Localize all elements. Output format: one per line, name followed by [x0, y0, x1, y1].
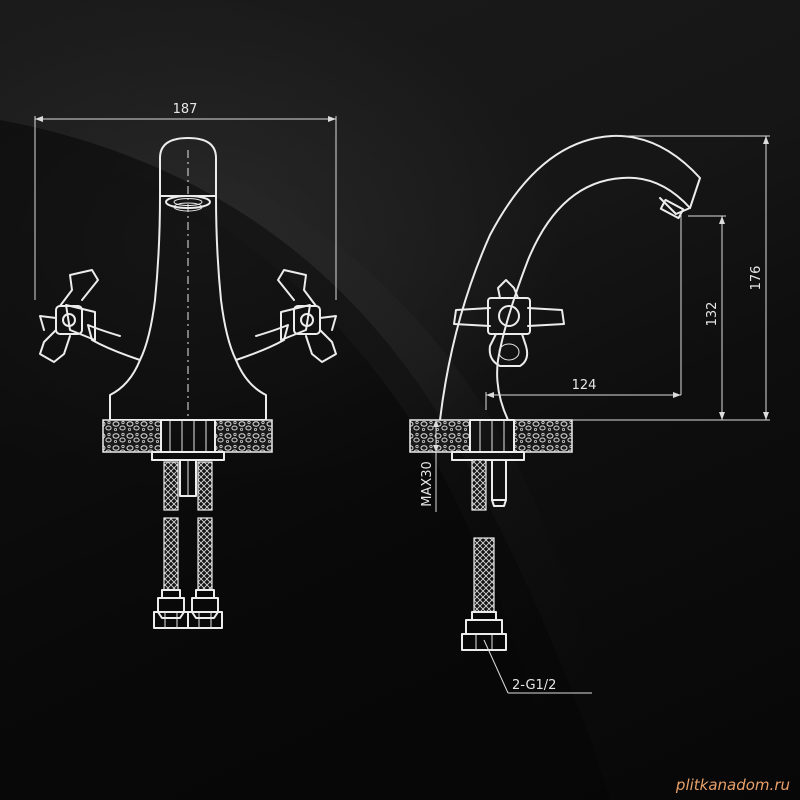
front-right-handle: [235, 269, 337, 363]
outlet-height-dimension: 132: [680, 214, 726, 420]
side-countertop: [409, 419, 573, 511]
max-thickness-dimension: MAX30: [420, 420, 439, 512]
connection-label: 2-G1/2: [512, 678, 556, 693]
max-thickness-label: MAX30: [420, 461, 435, 507]
connection-leader: 2-G1/2: [483, 639, 592, 694]
outlet-height-label: 132: [705, 302, 720, 327]
reach-dimension: 124: [485, 378, 681, 410]
front-hoses: [153, 459, 223, 629]
front-left-handle: [39, 269, 141, 363]
watermark: plitkanadom.ru: [675, 776, 790, 794]
front-view: 187: [34, 102, 337, 629]
side-view: MAX30 2-G1/2: [409, 134, 770, 694]
side-lower-hose: [461, 537, 507, 651]
total-height-label: 176: [749, 266, 764, 291]
reach-label: 124: [572, 378, 597, 393]
front-width-label: 187: [173, 102, 198, 117]
total-height-dimension: 176: [572, 135, 770, 421]
side-handle: [453, 279, 565, 367]
side-spout-body: [439, 134, 701, 421]
front-width-dimension: 187: [34, 102, 337, 300]
front-countertop: [102, 419, 273, 461]
